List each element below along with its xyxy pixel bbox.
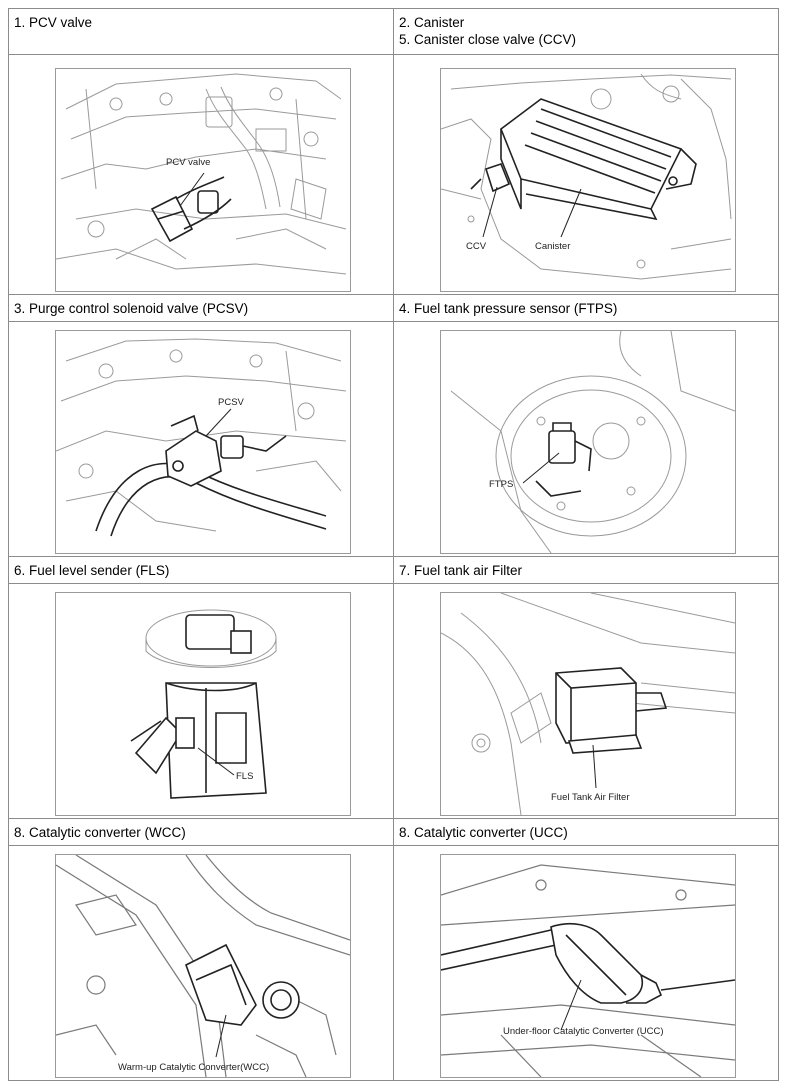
callout-ftps: FTPS — [489, 479, 513, 490]
heading-line: 4. Fuel tank pressure sensor (FTPS) — [399, 301, 618, 316]
heading-line: 8. Catalytic converter (WCC) — [14, 825, 186, 840]
callout-pcv-valve: PCV valve — [166, 157, 210, 168]
cell-image-air-filter: Fuel Tank Air Filter — [393, 583, 779, 819]
cell-image-pcv-valve: PCV valve — [8, 54, 394, 295]
air-filter-illustration: Fuel Tank Air Filter — [440, 592, 736, 816]
heading-line: 3. Purge control solenoid valve (PCSV) — [14, 301, 249, 316]
cell-image-pcsv: PCSV — [8, 321, 394, 557]
heading-line: 1. PCV valve — [14, 15, 93, 30]
canister-illustration: CCV Canister — [440, 68, 736, 292]
heading-line: 8. Catalytic converter (UCC) — [399, 825, 568, 840]
cell-heading-pcsv: 3. Purge control solenoid valve (PCSV) — [8, 294, 394, 322]
pcsv-illustration: PCSV — [55, 330, 351, 554]
heading-line: 6. Fuel level sender (FLS) — [14, 563, 170, 578]
callout-canister: Canister — [535, 241, 570, 252]
heading-line: 7. Fuel tank air Filter — [399, 563, 523, 578]
callout-wcc: Warm-up Catalytic Converter(WCC) — [118, 1062, 269, 1073]
cell-heading-wcc: 8. Catalytic converter (WCC) — [8, 818, 394, 846]
heading-line: 2. Canister — [399, 15, 465, 30]
cell-image-wcc: Warm-up Catalytic Converter(WCC) — [8, 845, 394, 1081]
heading-line: 5. Canister close valve (CCV) — [399, 32, 577, 47]
cell-image-ucc: Under-floor Catalytic Converter (UCC) — [393, 845, 779, 1081]
wcc-illustration: Warm-up Catalytic Converter(WCC) — [55, 854, 351, 1078]
cell-image-ftps: FTPS — [393, 321, 779, 557]
cell-image-canister: CCV Canister — [393, 54, 779, 295]
callout-ucc: Under-floor Catalytic Converter (UCC) — [503, 1026, 663, 1037]
cell-heading-air-filter: 7. Fuel tank air Filter — [393, 556, 779, 584]
callout-fuel-tank-air-filter: Fuel Tank Air Filter — [551, 792, 630, 803]
cell-heading-ftps: 4. Fuel tank pressure sensor (FTPS) — [393, 294, 779, 322]
fls-illustration: FLS — [55, 592, 351, 816]
cell-heading-canister: 2. Canister 5. Canister close valve (CCV… — [393, 8, 779, 55]
ucc-illustration: Under-floor Catalytic Converter (UCC) — [440, 854, 736, 1078]
component-table: 1. PCV valve 2. Canister 5. Canister clo… — [8, 8, 779, 1081]
callout-fls: FLS — [236, 771, 253, 782]
cell-heading-fls: 6. Fuel level sender (FLS) — [8, 556, 394, 584]
callout-pcsv: PCSV — [218, 397, 245, 408]
callout-ccv: CCV — [466, 241, 487, 252]
ftps-illustration: FTPS — [440, 330, 736, 554]
pcv-valve-illustration: PCV valve — [55, 68, 351, 292]
cell-heading-ucc: 8. Catalytic converter (UCC) — [393, 818, 779, 846]
cell-heading-pcv-valve: 1. PCV valve — [8, 8, 394, 55]
cell-image-fls: FLS — [8, 583, 394, 819]
